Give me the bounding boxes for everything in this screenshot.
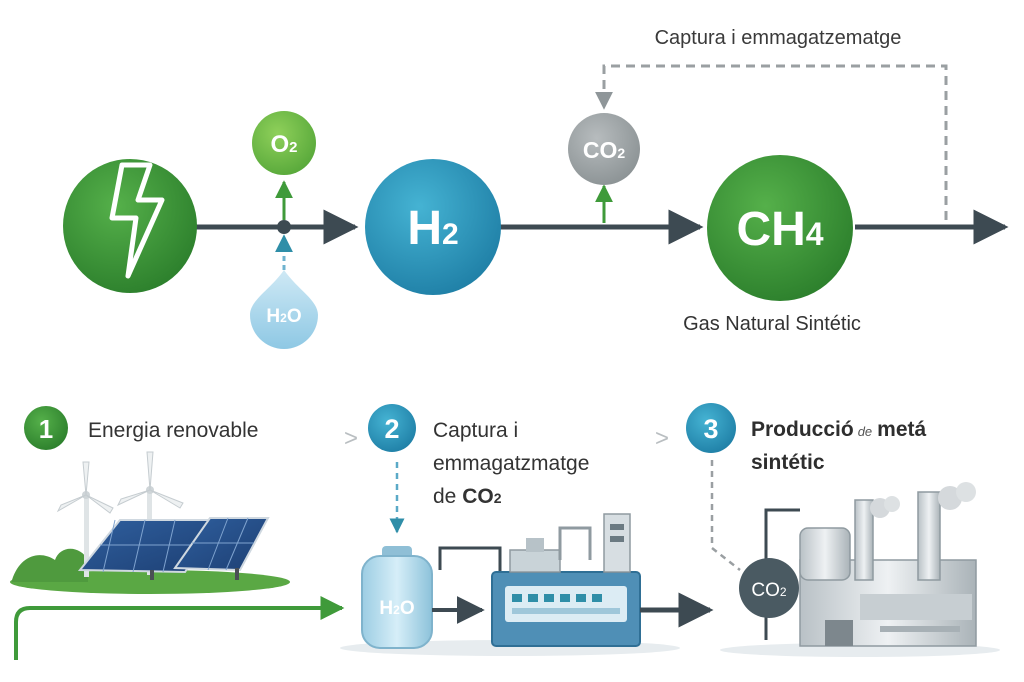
methane-caption: Gas Natural Sintétic (683, 313, 861, 335)
step-2-badge (368, 404, 416, 452)
svg-text:CO2: CO2 (751, 580, 787, 601)
co2-node: CO2 (568, 113, 640, 185)
step-1-header: 1 Energia renovable (24, 406, 258, 450)
renewable-energy-illustration (10, 451, 345, 660)
step-2-header: 2 Captura i emmagatzmatge de CO2 (368, 404, 589, 508)
factory-icon (799, 482, 977, 647)
water-tank-icon: H2O (361, 546, 433, 649)
electricity-node (63, 159, 197, 293)
electrolyzer-illustration: H2O (340, 513, 714, 656)
junction-dot (277, 220, 291, 234)
step-3-badge (686, 403, 736, 453)
svg-text:H2O: H2O (379, 598, 414, 619)
hydrogen-node: H2 (365, 159, 501, 295)
step-1-badge (24, 406, 68, 450)
svg-text:CO2: CO2 (583, 137, 626, 163)
separator-1: > (344, 425, 358, 452)
feedback-label: Captura i emmagatzematge (655, 27, 902, 49)
svg-text:H2: H2 (407, 202, 458, 255)
step-3-dashed-line (710, 460, 741, 571)
top-flow: Captura i emmagatzematge O2 H2O H2 CO2 (63, 27, 1009, 349)
svg-text:2: 2 (384, 414, 399, 444)
electrolyzer-machine-icon (491, 513, 641, 647)
svg-text:H2O: H2O (266, 306, 301, 327)
water-drop-node: H2O (250, 270, 318, 349)
step-2-title-line1: Captura i (433, 419, 518, 442)
renewable-flow-arrow (14, 596, 345, 660)
oxygen-node: O2 (252, 111, 316, 175)
svg-text:O2: O2 (270, 131, 297, 158)
wind-turbine-icon (56, 461, 114, 577)
feedback-loop (595, 64, 948, 220)
svg-text:CH4: CH4 (736, 203, 823, 256)
co2-badge: CO2 (739, 558, 799, 618)
methane-node: CH4 (707, 155, 853, 301)
lightning-bolt-icon (109, 162, 165, 279)
separator-2: > (655, 425, 669, 452)
solar-panel-icon (77, 517, 270, 580)
svg-text:3: 3 (703, 414, 718, 444)
step-2-title-line3: de CO2 (433, 485, 502, 508)
step-2-title-line2: emmagatzmatge (433, 452, 589, 475)
svg-text:1: 1 (39, 414, 53, 444)
step-3-title-line2: sintétic (751, 451, 825, 474)
step-1-title: Energia renovable (88, 419, 258, 442)
methane-plant-illustration: CO2 (720, 482, 1000, 657)
